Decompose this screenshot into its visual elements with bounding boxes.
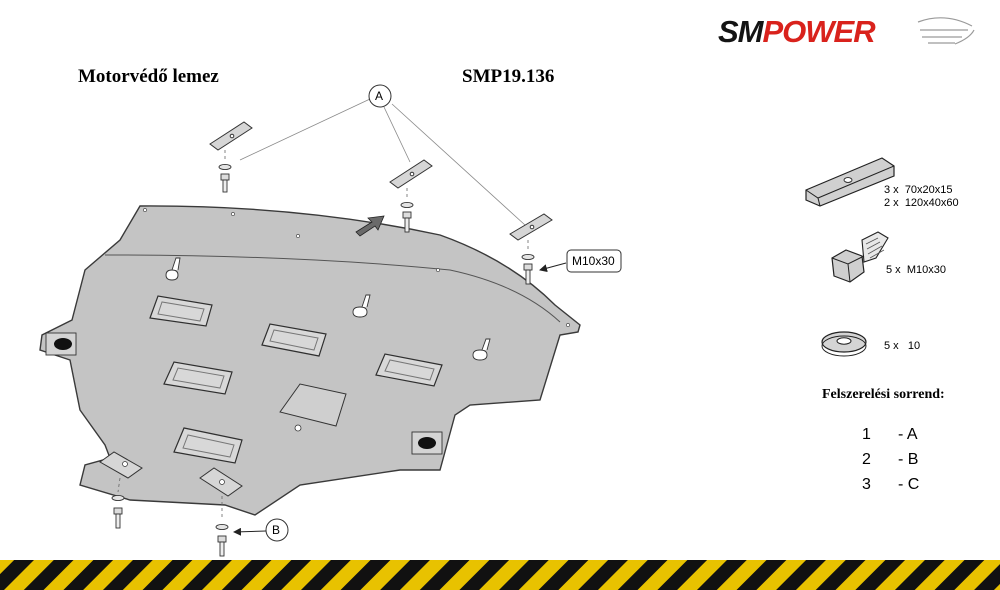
bolt-icon	[831, 231, 889, 283]
step-label: - B	[898, 451, 919, 468]
callout-a-circle	[368, 84, 392, 108]
sequence-step: 3 - C	[862, 476, 919, 494]
direction-arrow-icon	[355, 215, 385, 237]
callout-b-label: B	[272, 523, 281, 537]
fasteners	[111, 163, 535, 557]
sequence-step: 1 - A	[862, 426, 918, 444]
part-size: 10	[907, 340, 921, 352]
step-number: 1	[862, 426, 871, 443]
page-title: Motorvédő lemez	[78, 66, 219, 87]
washer-icon	[821, 331, 867, 357]
callout-a-leaders	[239, 98, 526, 226]
part-size: 120x40x60	[904, 197, 959, 209]
sequence-title: Felszerelési sorrend:	[822, 387, 945, 402]
callout-b-arrow	[233, 527, 267, 536]
part-size: M10x30	[906, 264, 946, 276]
bolt-callout-box	[566, 249, 622, 273]
part-number: SMP19.136	[462, 66, 555, 87]
step-label: - C	[898, 476, 920, 493]
part-qty: 2 x	[884, 197, 899, 209]
part-qty: 5 x	[886, 264, 901, 276]
brand-logo-power: POWER	[762, 14, 876, 49]
step-label: - A	[898, 426, 918, 443]
mounting-brackets	[209, 121, 553, 241]
bolt-callout-label: M10x30	[572, 254, 615, 268]
part-qty: 3 x	[884, 184, 899, 196]
hazard-stripe	[0, 560, 1000, 590]
brand-logo-sm: SM	[718, 14, 763, 49]
part-spec-row: 3 x 70x20x15	[884, 184, 953, 197]
step-number: 2	[862, 451, 871, 468]
callout-b-circle	[265, 518, 289, 542]
part-spec-row: 5 x M10x30	[886, 264, 946, 277]
brand-swoosh-icon	[917, 17, 975, 45]
skid-plate	[39, 205, 581, 516]
part-qty: 5 x	[884, 340, 899, 352]
step-number: 3	[862, 476, 871, 493]
assembly-guide-lines	[117, 150, 529, 520]
callout-a-label: A	[375, 89, 384, 103]
brand-logo: SMPOWER	[718, 14, 876, 50]
bracket-plate-icon	[805, 157, 895, 207]
part-size: 70x20x15	[904, 184, 953, 196]
part-spec-row: 2 x 120x40x60	[884, 197, 959, 210]
sequence-step: 2 - B	[862, 451, 918, 469]
bolt-callout-arrow	[539, 262, 567, 273]
part-spec-row: 5 x 10	[884, 340, 920, 353]
